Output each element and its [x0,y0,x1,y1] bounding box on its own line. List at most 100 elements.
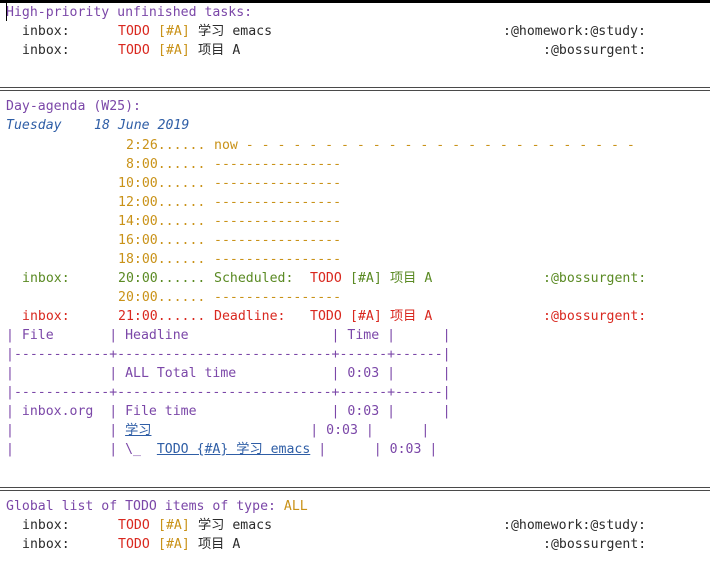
agenda-item-row[interactable]: inbox: TODO [#A] 学习 emacs :@homework:@st… [0,516,710,535]
category-label: inbox: [22,309,70,324]
time-grid-line: 16:00...... ---------------- [0,231,710,250]
grid-time: 8:00...... [126,157,206,172]
deadline-label: Deadline: [214,309,286,324]
cell-text: | | \_ [6,442,157,457]
grid-time: 12:00...... [118,195,206,210]
date-label: 18 June 2019 [94,118,190,133]
category-label: inbox: [22,518,70,533]
clocktable-row: | inbox.org | File time | 0:03 | | [0,402,710,421]
day-agenda-title: Day-agenda (W25): [6,99,141,114]
grid-time: 10:00...... [118,176,206,191]
scheduled-label: Scheduled: [214,271,294,286]
priority-cookie: [#A] [350,271,382,286]
todo-keyword: TODO [310,271,342,286]
todo-keyword: TODO [118,537,150,552]
item-time: 20:00...... [118,271,206,286]
clocktable-line: | inbox.org | File time | 0:03 | | [6,404,451,419]
cell-text: | | 0:03 | [310,442,438,457]
weekday-label: Tuesday [6,118,62,133]
clocktable-rule: |------------+--------------------------… [0,345,710,364]
now-marker: now - - - - - - - - - - - - - - - - - - … [214,138,635,153]
item-time: 21:00...... [118,309,206,324]
task-tags: :@bossurgent: [543,309,647,324]
grid-dashes: ---------------- [214,290,342,305]
todo-keyword: TODO [118,518,150,533]
headline-link[interactable]: TODO {#A} 学习 emacs [156,442,311,457]
deadline-item-row[interactable]: inbox: 21:00...... Deadline: TODO [#A] 项… [0,307,710,326]
grid-time: 18:00...... [118,252,206,267]
clocktable-row: | | ALL Total time | 0:03 | | [0,364,710,383]
grid-dashes: ---------------- [214,214,342,229]
category-label: inbox: [22,24,70,39]
agenda-item-row[interactable]: inbox: TODO [#A] 项目 A :@bossurgent: [0,41,710,60]
grid-time: 14:00...... [118,214,206,229]
todo-keyword: TODO [310,309,342,324]
global-todo-title: Global list of TODO items of type: [6,499,284,514]
grid-dashes: ---------------- [214,176,342,191]
todo-type: ALL [283,499,308,514]
window-top-border [0,0,710,3]
clocktable-header-row: | File | Headline | Time | | [0,326,710,345]
time-grid-line: 8:00...... ---------------- [0,155,710,174]
block-separator [0,487,710,491]
now-time: 2:26...... [126,138,206,153]
time-grid-line: 14:00...... ---------------- [0,212,710,231]
grid-dashes: ---------------- [214,157,342,172]
cell-text: | | [6,423,126,438]
task-tags: :@bossurgent: [543,43,647,58]
todo-keyword: TODO [118,43,150,58]
time-grid-line: 20:00...... ---------------- [0,288,710,307]
headline-link[interactable]: 学习 [125,423,152,438]
agenda-item-row[interactable]: inbox: TODO [#A] 项目 A :@bossurgent: [0,535,710,554]
clocktable-row: | | \_ TODO {#A} 学习 emacs | | 0:03 | [0,440,710,459]
clocktable-rule: |------------+--------------------------… [0,383,710,402]
text-cursor [6,3,7,21]
high-priority-title: High-priority unfinished tasks: [6,5,253,20]
clocktable-line: |------------+--------------------------… [6,347,451,362]
task-headline: 学习 emacs [198,24,273,39]
task-tags: :@bossurgent: [543,537,647,552]
scheduled-item-row[interactable]: inbox: 20:00...... Scheduled: TODO [#A] … [0,269,710,288]
clocktable-row-link: | | \_ TODO {#A} 学习 emacs | | 0:03 | [6,440,437,459]
time-grid-line: 18:00...... ---------------- [0,250,710,269]
task-tags: :@bossurgent: [543,271,647,286]
grid-dashes: ---------------- [214,252,342,267]
task-headline: 项目 A [198,537,241,552]
priority-cookie: [#A] [158,43,190,58]
clocktable-line: | | ALL Total time | 0:03 | | [6,366,451,381]
global-todo-header: Global list of TODO items of type: ALL [0,497,710,516]
todo-keyword: TODO [118,24,150,39]
block-separator [0,87,710,91]
high-priority-header: High-priority unfinished tasks: [0,3,710,22]
time-grid-line: 10:00...... ---------------- [0,174,710,193]
category-label: inbox: [22,537,70,552]
clocktable-line: | File | Headline | Time | | [6,328,451,343]
priority-cookie: [#A] [158,24,190,39]
grid-dashes: ---------------- [214,195,342,210]
priority-cookie: [#A] [350,309,382,324]
priority-cookie: [#A] [158,537,190,552]
category-label: inbox: [22,43,70,58]
cell-text: | 0:03 | | [151,423,430,438]
task-headline: 项目 A [198,43,241,58]
task-tags: :@homework:@study: [503,518,646,533]
global-todo-title-wrap: Global list of TODO items of type: ALL [6,497,308,516]
time-grid-line: 12:00...... ---------------- [0,193,710,212]
grid-time: 20:00...... [118,290,206,305]
category-label: inbox: [22,271,70,286]
clocktable-line: |------------+--------------------------… [6,385,451,400]
task-tags: :@homework:@study: [503,24,646,39]
task-headline: 项目 A [390,309,433,324]
clocktable-row-link: | | 学习 | 0:03 | | [6,421,429,440]
clocktable-row: | | 学习 | 0:03 | | [0,421,710,440]
task-headline: 项目 A [390,271,433,286]
agenda-date-line: Tuesday 18 June 2019 [0,116,710,135]
day-agenda-header: Day-agenda (W25): [0,97,710,116]
grid-dashes: ---------------- [214,233,342,248]
task-headline: 学习 emacs [198,518,273,533]
priority-cookie: [#A] [158,518,190,533]
grid-time: 16:00...... [118,233,206,248]
agenda-item-row[interactable]: inbox: TODO [#A] 学习 emacs :@homework:@st… [0,22,710,41]
now-line: 2:26...... now - - - - - - - - - - - - -… [0,136,710,155]
